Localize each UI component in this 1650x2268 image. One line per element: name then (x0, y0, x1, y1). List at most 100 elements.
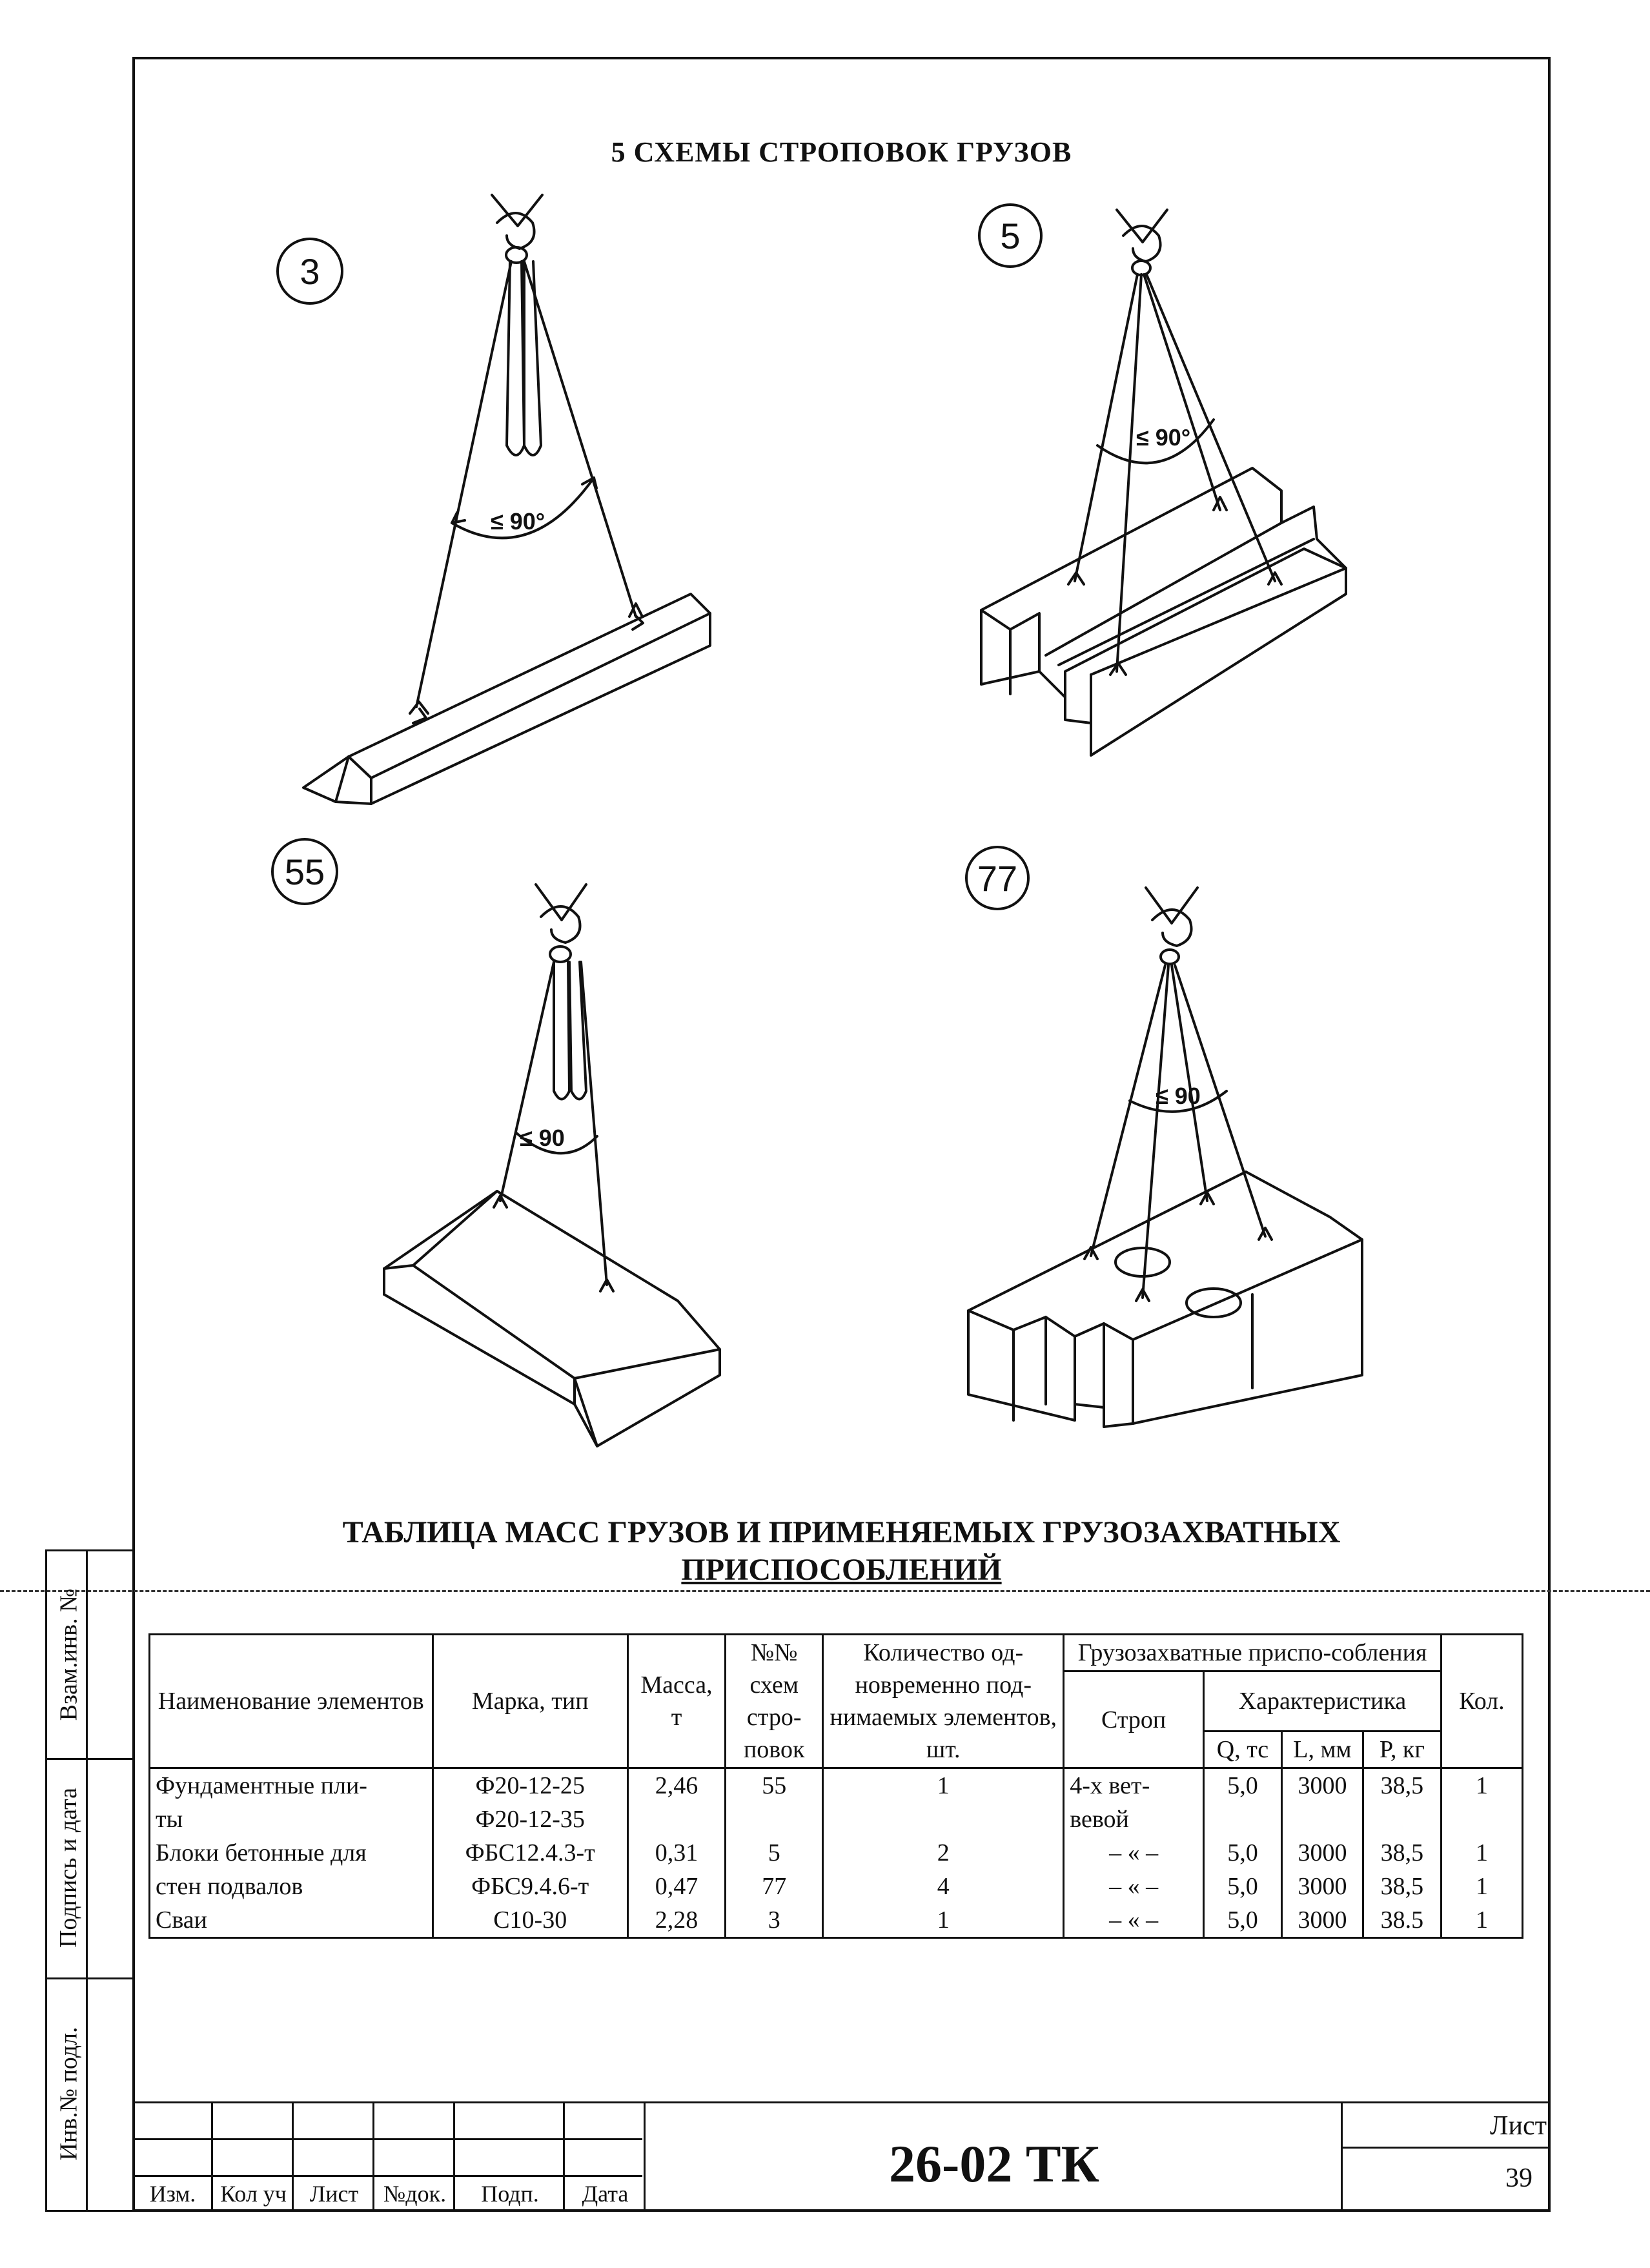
scheme-77-marker (965, 846, 1030, 910)
block-body (967, 1170, 1363, 1428)
crane-hook-icon (1145, 886, 1199, 965)
cell-sling: – « – (1063, 1870, 1205, 1903)
stamp-label-doc: №док. (383, 2181, 447, 2207)
angle-label: ≤ 90° (491, 508, 545, 535)
stamp-label-sheet: Лист (309, 2181, 359, 2207)
header-lifting-devices: Грузозахватные приспо-собления (1063, 1633, 1442, 1672)
stamp-col (455, 2101, 565, 2212)
stamp-col (294, 2101, 374, 2212)
scheme-3: 3 ≤ 90° (276, 194, 711, 805)
cell-qty: 1 (1440, 1767, 1524, 1803)
table-row: Сваи С10-30 2,28 3 1 – « – 5,0 3000 38.5… (148, 1903, 1524, 1939)
cell-qty (1440, 1803, 1524, 1836)
sling-loop (505, 260, 525, 456)
header-q: Q, тс (1203, 1730, 1283, 1769)
scheme-55-marker (271, 838, 338, 905)
stamp-col (132, 2101, 213, 2212)
stamp-label-date: Дата (582, 2181, 629, 2207)
sling-legs (499, 961, 608, 1286)
header-l: L, мм (1280, 1730, 1364, 1769)
page-title: 5 СХЕМЫ СТРОПОВОК ГРУЗОВ (611, 136, 1072, 168)
side-stamp-row-divider (47, 1758, 132, 1760)
table-row: ты Ф20-12-35 вевой (148, 1803, 1524, 1836)
side-stamp-divider (86, 1551, 88, 2210)
lifting-hole (1114, 1247, 1171, 1278)
sling-leg (523, 260, 637, 618)
cell-l: 3000 (1280, 1903, 1364, 1939)
table-title-line-1: ТАБЛИЦА МАСС ГРУЗОВ И ПРИМЕНЯЕМЫХ ГРУЗОЗ… (342, 1515, 1341, 1549)
cell-scheme: 77 (724, 1870, 824, 1903)
cell-q (1203, 1803, 1283, 1836)
crane-hook-icon (491, 194, 544, 264)
cell-name: Фундаментные пли- (148, 1767, 434, 1803)
cell-p: 38,5 (1361, 1767, 1442, 1803)
cell-mark: ФБС9.4.6-т (431, 1870, 629, 1903)
angle-arc (1096, 418, 1215, 465)
cell-name: ты (148, 1803, 434, 1836)
cell-scheme: 3 (724, 1903, 824, 1939)
header-count: Количество од-новременно под-нимаемых эл… (822, 1633, 1065, 1769)
title-block: Изм. Кол уч Лист №док. Подп. Дата 26-02 … (132, 2101, 1551, 2212)
cell-count: 4 (822, 1870, 1065, 1903)
sling-loop (553, 961, 587, 1101)
scheme-3-marker (276, 238, 343, 305)
side-stamp-row-divider (47, 1977, 132, 1979)
side-label-signature: Подпись и дата (55, 1787, 83, 1948)
cell-count (822, 1803, 1065, 1836)
scheme-77: 77 ≤ 90 (965, 846, 1363, 1428)
cut-line (0, 1590, 1650, 1592)
stamp-col (374, 2101, 455, 2212)
cell-scheme: 55 (724, 1767, 824, 1803)
scheme-5-number: 5 (1000, 216, 1020, 256)
scheme-77-number: 77 (977, 858, 1017, 899)
pile-body (302, 593, 711, 805)
cell-mark: С10-30 (431, 1903, 629, 1939)
cell-mass: 0,47 (626, 1870, 727, 1903)
cell-p: 38,5 (1361, 1836, 1442, 1870)
slinging-schemes: 3 ≤ 90° 5 ≤ 90° (271, 194, 1363, 1447)
angle-label: ≤ 90° (1136, 424, 1190, 451)
cell-count: 1 (822, 1767, 1065, 1803)
cell-name: Блоки бетонные для (148, 1836, 434, 1870)
header-qty: Кол. (1440, 1633, 1524, 1769)
sling-leg (415, 260, 513, 708)
header-sling: Строп (1063, 1670, 1205, 1769)
stamp-top-line (132, 2101, 1551, 2103)
cell-sling: 4-х вет- (1063, 1767, 1205, 1803)
cell-l: 3000 (1280, 1836, 1364, 1870)
stamp-col (565, 2101, 646, 2212)
stamp-label-signature: Подп. (481, 2181, 539, 2207)
cell-q: 5,0 (1203, 1767, 1283, 1803)
load-mass-table: Наименование элементов Марка, тип Масса,… (148, 1633, 1524, 1939)
scheme-55: 55 ≤ 90 (271, 838, 721, 1447)
cell-qty: 1 (1440, 1870, 1524, 1903)
lifting-hole (1185, 1287, 1242, 1318)
drawing-frame (132, 57, 1551, 2212)
table-row: Фундаментные пли- Ф20-12-25 2,46 55 1 4-… (148, 1767, 1524, 1803)
sling-legs (1074, 273, 1276, 673)
cell-sling: – « – (1063, 1836, 1205, 1870)
cell-sling: – « – (1063, 1903, 1205, 1939)
table-title: ТАБЛИЦА МАСС ГРУЗОВ И ПРИМЕНЯЕМЫХ ГРУЗОЗ… (132, 1514, 1551, 1589)
document-code: 26-02 ТК (889, 2134, 1099, 2193)
crane-hook-icon (535, 883, 587, 963)
sheet-number: 39 (1505, 2163, 1533, 2193)
angle-arc (515, 1132, 598, 1155)
side-stamp: Взам.инв. № Подпись и дата Инв.№ подл. (45, 1549, 134, 2212)
scheme-5-marker (978, 203, 1043, 268)
table-title-line-2: ПРИСПОСОБЛЕНИЙ (681, 1553, 1002, 1587)
header-name: Наименование элементов (148, 1633, 434, 1769)
cell-p: 38.5 (1361, 1903, 1442, 1939)
cell-p: 38,5 (1361, 1870, 1442, 1903)
scheme-55-number: 55 (285, 852, 325, 892)
stamp-label-count: Кол уч (220, 2181, 287, 2207)
stamp-row-line (132, 2175, 642, 2177)
crane-hook-icon (1115, 209, 1168, 276)
header-mass: Масса, т (626, 1633, 727, 1769)
cell-l: 3000 (1280, 1870, 1364, 1903)
angle-arc (451, 476, 595, 540)
cell-name: стен подвалов (148, 1870, 434, 1903)
side-label-replacement: Взам.инв. № (55, 1588, 83, 1721)
cell-mass (626, 1803, 727, 1836)
cell-qty: 1 (1440, 1836, 1524, 1870)
